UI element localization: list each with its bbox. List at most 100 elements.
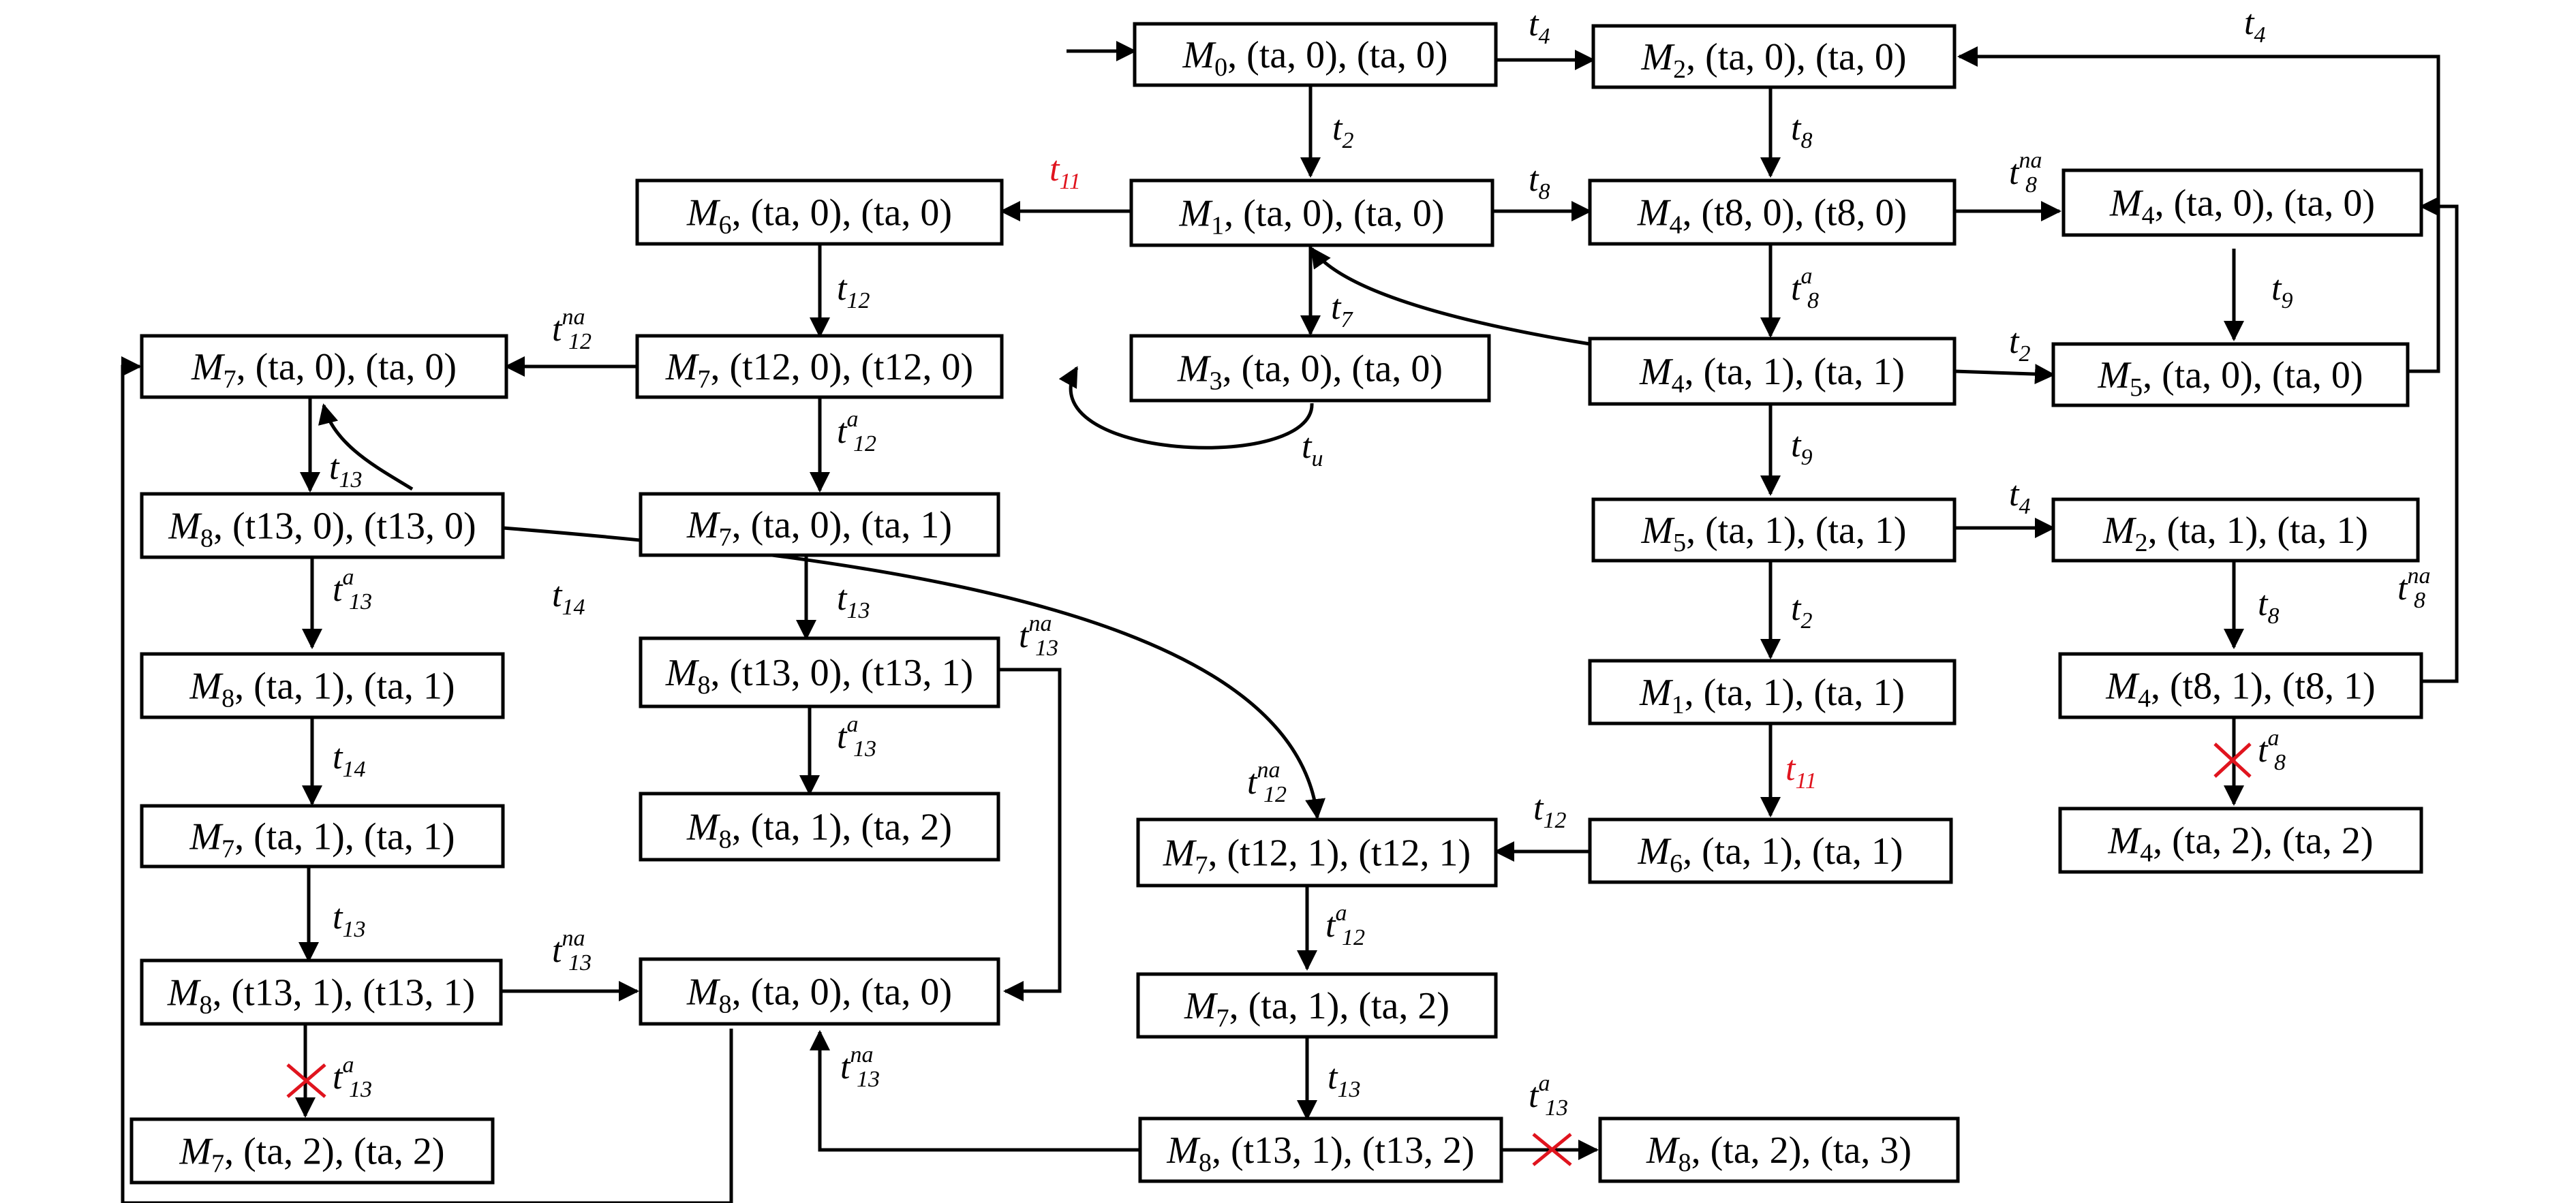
state-box-frame [1588,817,1953,884]
state-box-b22: M7, (t12, 1), (t12, 1) [1136,817,1498,888]
transition-label-l37: t13 [1328,1058,1360,1102]
state-box-text: M3, (ta, 0), (ta, 0) [1177,348,1443,396]
state-box-text: M7, (ta, 1), (ta, 1) [189,816,455,864]
edge-b19-b6 [2419,196,2459,683]
transition-label-l5: t11 [1049,150,1081,194]
state-box-text: M7, (ta, 0), (ta, 1) [686,504,952,552]
transition-label-l4: t8 [1791,109,1812,153]
disabled-cross-t8a [2213,743,2252,778]
state-box-frame [1591,24,1957,89]
state-box-text: M7, (ta, 1), (ta, 2) [1184,985,1450,1033]
state-box-text: M1, (ta, 0), (ta, 0) [1178,193,1444,240]
state-box-b9: M3, (ta, 0), (ta, 0) [1129,334,1491,403]
state-box-b8: M7, (t12, 0), (t12, 0) [635,334,1004,399]
state-box-b15: M2, (ta, 1), (ta, 1) [2051,497,2420,563]
state-box-b5: M4, (t8, 0), (t8, 0) [1588,178,1957,246]
state-box-frame [140,334,508,399]
state-box-b23: M6, (ta, 1), (ta, 1) [1588,817,1953,884]
state-box-b7: M7, (ta, 0), (ta, 0) [140,334,508,399]
state-box-text: M6, (ta, 1), (ta, 1) [1637,830,1903,878]
state-box-frame [1138,1116,1503,1183]
state-box-b2: M2, (ta, 0), (ta, 0) [1591,24,1957,89]
state-box-b20: M7, (ta, 1), (ta, 1) [140,804,505,869]
state-box-text: M8, (ta, 1), (ta, 2) [686,807,952,854]
state-box-frame [1588,337,1957,406]
state-box-text: M5, (ta, 1), (ta, 1) [1640,510,1906,557]
transition-label-l32: t13 [333,898,365,942]
transition-label-l6: t8 [1529,160,1550,204]
state-box-b12: M8, (t13, 0), (t13, 0) [140,492,505,559]
edge-b10-b11 [1954,364,2055,385]
transition-label-l21: t13 [837,579,870,623]
disabled-cross-t13a-left [286,1063,326,1098]
transition-label-l20: t14 [552,576,585,620]
state-box-b3: M6, (ta, 0), (ta, 0) [635,178,1004,246]
state-box-frame [1588,178,1957,246]
state-box-text: M8, (t13, 1), (t13, 1) [167,972,475,1020]
state-box-b29: M8, (t13, 1), (t13, 2) [1138,1116,1503,1183]
transition-label-l11: t9 [2271,269,2293,313]
transition-label-l31: t12 [1533,789,1566,833]
transition-label-l22: t2 [1791,589,1812,634]
state-box-b18: M1, (ta, 1), (ta, 1) [1588,659,1957,725]
disabled-marks [286,743,2252,1166]
state-box-b17: M8, (t13, 0), (t13, 1) [639,636,1000,708]
edge-b9-self [1058,366,1314,450]
transition-label-l13: t2 [2009,322,2030,366]
state-box-text: M2, (ta, 0), (ta, 0) [1640,36,1906,84]
state-box-b1: M0, (ta, 0), (ta, 0) [1133,22,1498,87]
state-box-text: M5, (ta, 0), (ta, 0) [2097,354,2363,402]
state-box-b10: M4, (ta, 1), (ta, 1) [1588,337,1957,406]
transition-label-l15: t13 [329,448,362,493]
state-box-text: M4, (t8, 1), (t8, 1) [2105,666,2375,713]
state-box-frame [1598,1116,1960,1183]
state-box-frame [1136,972,1498,1039]
state-box-b28: M7, (ta, 2), (ta, 2) [129,1117,495,1185]
state-box-text: M7, (t12, 1), (t12, 1) [1163,832,1471,880]
state-box-text: M2, (ta, 1), (ta, 1) [2102,510,2368,557]
state-box-text: M7, (t12, 0), (t12, 0) [665,346,973,394]
transition-label-l28: t11 [1785,749,1817,794]
edge-b10-b4 [1310,247,1591,346]
edge-b17-b26 [998,668,1062,1001]
state-box-frame [140,958,503,1026]
state-box-frame [639,492,1000,557]
transition-label-l1: t4 [1529,5,1550,49]
state-box-b25: M8, (t13, 1), (t13, 1) [140,958,503,1026]
state-box-frame [1591,497,1957,563]
state-box-frame [1136,817,1498,888]
state-box-b16: M8, (ta, 1), (ta, 1) [140,652,505,719]
state-box-text: M8, (ta, 1), (ta, 1) [189,666,455,713]
state-box-b27: M7, (ta, 1), (ta, 2) [1136,972,1498,1039]
state-box-b26: M8, (ta, 0), (ta, 0) [639,957,1000,1026]
transition-label-l14: tu [1302,427,1323,471]
state-box-text: M8, (t13, 1), (t13, 2) [1166,1129,1474,1177]
transition-label-l9: t7 [1331,288,1353,332]
state-box-b19: M4, (t8, 1), (t8, 1) [2058,652,2423,719]
transition-label-l23: t8 [2258,584,2279,629]
state-box-text: M8, (t13, 0), (t13, 1) [665,652,973,700]
state-box-text: M8, (ta, 0), (ta, 0) [686,971,952,1019]
state-box-b4: M1, (ta, 0), (ta, 0) [1129,178,1494,247]
state-box-text: M4, (ta, 1), (ta, 1) [1639,351,1905,399]
state-box-b14: M5, (ta, 1), (ta, 1) [1591,497,1957,563]
state-boxes: M0, (ta, 0), (ta, 0) M2, (ta, 0), (ta, 0)… [129,22,2423,1185]
state-box-text: M1, (ta, 1), (ta, 1) [1639,672,1905,719]
state-box-frame [635,334,1004,399]
state-box-b30: M8, (ta, 2), (ta, 3) [1598,1116,1960,1183]
state-box-frame [639,957,1000,1026]
state-box-frame [129,1117,495,1185]
transition-label-l3: t2 [1332,109,1353,153]
state-box-text: M8, (t13, 0), (t13, 0) [168,505,476,553]
